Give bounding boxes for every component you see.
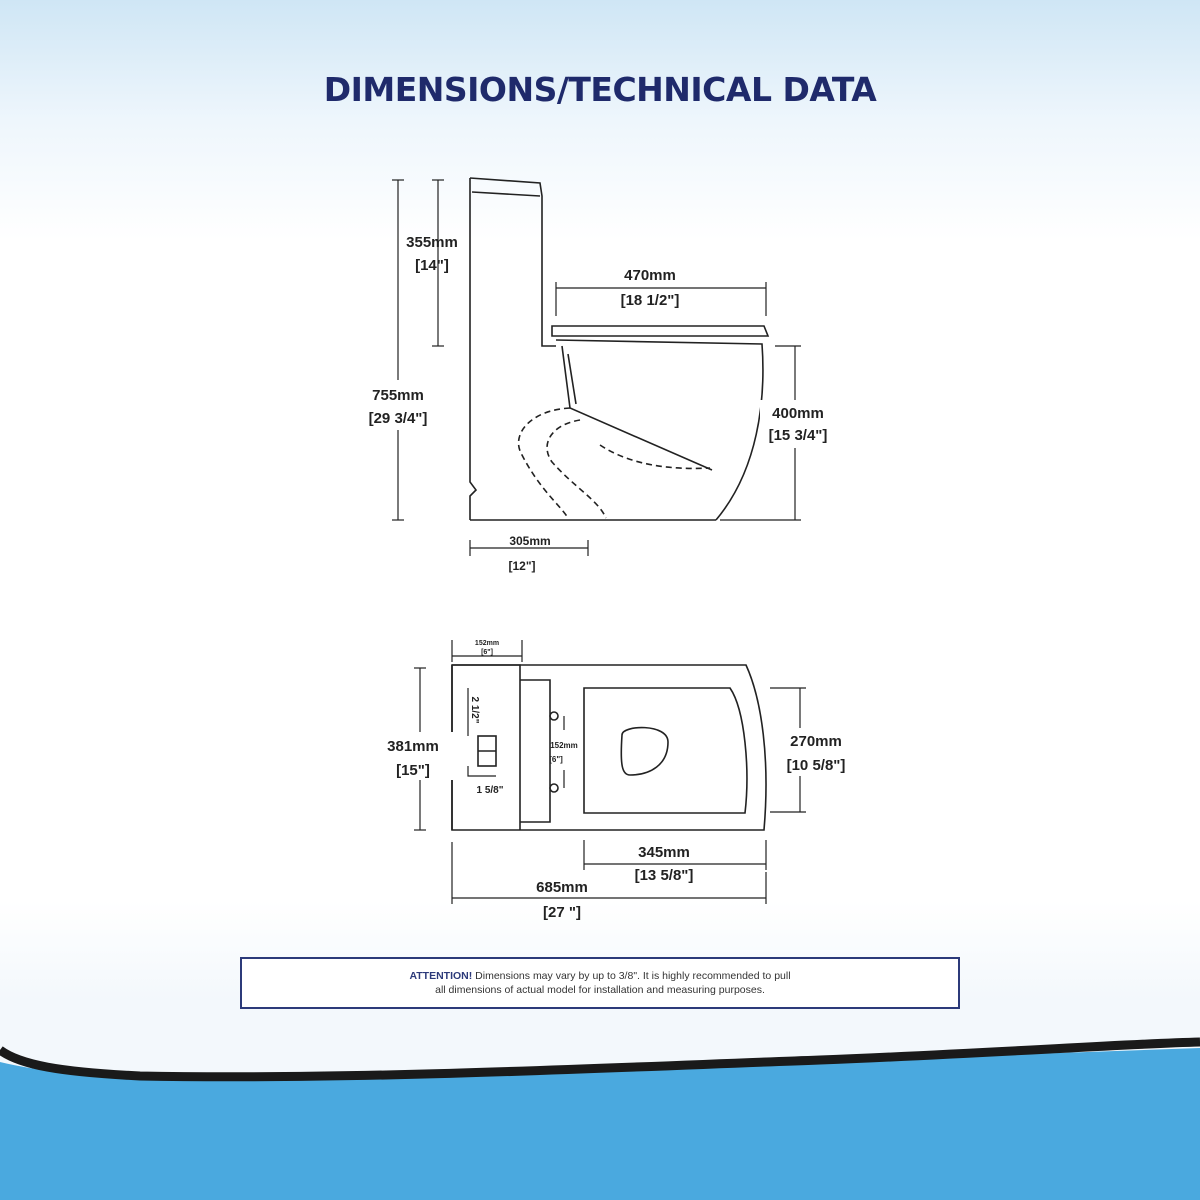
bowl-rim [561,345,713,471]
total-height-mm: 755mm [372,387,424,404]
rough-in-in: [12"] [508,559,535,573]
bolt-spacing-mm: 152mm [550,741,578,750]
total-length-in: [27 "] [543,904,581,921]
tank-lid [471,191,541,197]
rough-in-mm: 305mm [509,534,550,548]
attention-label: ATTENTION! [409,970,473,982]
attention-notice: ATTENTION! Dimensions may vary by up to … [240,957,960,1009]
bowl-outline [555,339,764,521]
bolt-hole-top [549,711,559,721]
tank-small-mm: 152mm [475,640,499,647]
seat-depth-in: [18 1/2"] [621,292,680,309]
side-view: 355mm [14"] 755mm [29 3/4"] 470mm [18 1/… [356,177,838,573]
bolt-hole-bottom [549,783,559,793]
seat-outline [551,325,770,337]
technical-drawing: 355mm [14"] 755mm [29 3/4"] 470mm [18 1/… [356,177,858,921]
trapway-lower [599,444,711,470]
notice-line-2: all dimensions of actual model for insta… [435,984,765,996]
tank-outline [469,177,556,347]
seat-depth-mm: 470mm [624,267,676,284]
valve-b-in: 1 5/8" [477,785,504,796]
bowl-width-mm: 270mm [790,733,842,750]
tank-height-mm: 355mm [406,234,458,251]
bowl-rim-inner [567,353,577,405]
total-length-mm: 685mm [536,879,588,896]
trapway [517,407,571,519]
tank-height-in: [14"] [415,257,449,274]
back-outline [469,178,478,520]
bowl-length-in: [13 5/8"] [635,867,694,884]
tank-width-mm: 381mm [387,738,439,755]
bowl-opening-top [620,726,669,776]
top-dimension-lines [414,640,806,904]
tank-small-in: [6"] [481,649,493,656]
top-outline [451,664,767,831]
valve-a-in: 2 1/2" [469,697,480,724]
tank-top [451,664,521,830]
bolt-spacing-in: [6"] [549,755,563,764]
tank-front [520,679,551,823]
tank-width-in: [15"] [396,762,430,779]
total-height-in: [29 3/4"] [369,410,428,427]
bowl-width-in: [10 5/8"] [787,757,846,774]
seat-height-mm: 400mm [772,405,824,422]
notice-line-1: Dimensions may vary by up to 3/8". It is… [472,970,791,982]
wave-decoration [0,1037,1200,1200]
trapway-inner [546,419,607,519]
dimension-lines [392,179,801,556]
seat-lid-top [583,687,748,814]
page-title: DIMENSIONS/TECHNICAL DATA [323,70,877,109]
seat-height-in: [15 3/4"] [769,427,828,444]
top-view: 152mm [6"] 2 1/2" 1 5/8" 152mm [6"] 381m… [378,640,858,921]
bowl-length-mm: 345mm [638,844,690,861]
